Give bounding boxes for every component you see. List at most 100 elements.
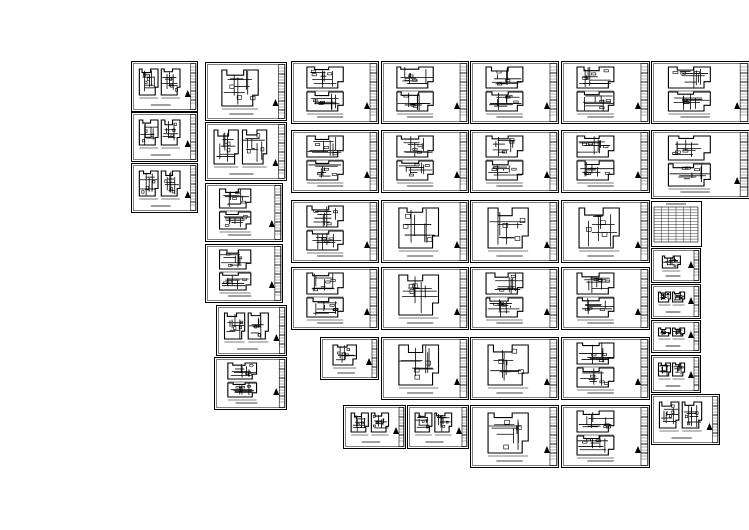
- plan-fixture: [232, 197, 237, 200]
- plan-fixture: [424, 164, 430, 167]
- north-arrow-icon: [688, 331, 694, 338]
- plan-fixture: [600, 220, 606, 226]
- plan-fixture: [152, 180, 156, 184]
- plan-fixture: [693, 71, 700, 74]
- plan-fixture: [497, 82, 503, 86]
- plan-fixture: [169, 187, 173, 191]
- drawing-sheet: [407, 405, 469, 449]
- plan-fixture: [408, 74, 414, 78]
- plan-fixture: [671, 404, 675, 408]
- plan-outline: [576, 342, 615, 365]
- north-arrow-icon: [272, 99, 279, 106]
- north-arrow-icon: [543, 241, 550, 248]
- title-block: [693, 357, 700, 391]
- drawing-sheet: [470, 405, 559, 468]
- drawing-sheet: [205, 122, 287, 181]
- drawing-sheet: [291, 61, 379, 124]
- plan-fixture: [499, 288, 505, 292]
- sheet-border: [205, 62, 287, 121]
- plan-fixture: [412, 283, 418, 289]
- plan-fixture: [604, 279, 610, 283]
- schedule-sheet: [651, 201, 702, 247]
- plan-fixture: [510, 275, 516, 278]
- drawing-sheet: [561, 200, 650, 263]
- plan-fixture: [665, 365, 668, 367]
- plan-outline: [396, 91, 434, 112]
- title-block: [640, 132, 649, 191]
- north-arrow-icon: [543, 171, 550, 178]
- plan-fixture: [504, 419, 510, 425]
- title-block: [279, 307, 286, 354]
- plan-fixture: [240, 320, 244, 325]
- plan-fixture: [337, 351, 341, 355]
- title-block: [371, 339, 378, 378]
- drawing-sheet: [214, 357, 287, 410]
- plan-fixture: [516, 425, 522, 430]
- plan-outline: [576, 160, 615, 181]
- plan-fixture: [671, 410, 675, 414]
- plan-fixture: [164, 179, 168, 183]
- plan-fixture: [226, 148, 231, 153]
- plan-fixture: [509, 140, 515, 144]
- plan-outline: [578, 207, 620, 249]
- sheet-border: [470, 405, 559, 468]
- plan-fixture: [601, 353, 607, 356]
- sheet-inner-frame: [293, 63, 377, 122]
- sheet-inner-frame: [563, 269, 648, 328]
- plan-fixture: [235, 386, 240, 389]
- plan-fixture: [172, 190, 176, 194]
- plan-fixture: [318, 102, 324, 105]
- plan-outline: [160, 170, 181, 197]
- north-arrow-icon: [366, 358, 372, 365]
- plan-fixture: [237, 256, 243, 260]
- plan-fixture: [503, 444, 509, 450]
- plan-fixture: [496, 70, 502, 74]
- drawing-sheet: [381, 130, 469, 193]
- title-block: [549, 269, 558, 328]
- plan-fixture: [412, 78, 418, 82]
- sheet-inner-frame: [563, 132, 648, 191]
- plan-fixture: [505, 79, 511, 83]
- plan-fixture: [590, 374, 596, 378]
- title-block: [640, 407, 649, 466]
- plan-fixture: [141, 139, 145, 143]
- plan-fixture: [660, 294, 663, 297]
- drawing-sheet: [561, 61, 650, 124]
- plan-fixture: [354, 415, 358, 419]
- plan-outline: [657, 291, 672, 303]
- plan-fixture: [603, 382, 609, 385]
- title-block: [461, 407, 468, 447]
- title-block: [693, 322, 700, 351]
- plan-fixture: [332, 210, 338, 214]
- title-block: [459, 132, 468, 191]
- plan-outline: [241, 129, 268, 165]
- plan-outline: [306, 91, 344, 112]
- plan-outline: [485, 272, 524, 295]
- plan-fixture: [414, 163, 420, 167]
- plan-fixture: [375, 420, 379, 424]
- plan-fixture: [673, 264, 677, 267]
- drawing-sheet: [651, 130, 749, 199]
- north-arrow-icon: [273, 388, 280, 395]
- title-block: [369, 202, 378, 261]
- sheet-border: [205, 122, 287, 181]
- plan-outline: [576, 435, 615, 456]
- title-block: [640, 269, 649, 328]
- plan-outline: [672, 291, 686, 303]
- plan-outline: [576, 297, 615, 318]
- plan-fixture: [591, 72, 597, 76]
- plan-outline: [332, 344, 357, 366]
- plan-fixture: [599, 100, 605, 103]
- plan-fixture: [585, 438, 591, 442]
- sheet-inner-frame: [563, 407, 648, 466]
- plan-outline: [213, 129, 239, 165]
- drawing-sheet: [651, 284, 701, 319]
- plan-fixture: [599, 106, 605, 110]
- title-block: [640, 339, 649, 398]
- plan-outline: [485, 135, 524, 158]
- plan-fixture: [317, 172, 323, 176]
- plan-fixture: [225, 252, 231, 256]
- plan-fixture: [687, 421, 691, 426]
- plan-fixture: [241, 200, 246, 204]
